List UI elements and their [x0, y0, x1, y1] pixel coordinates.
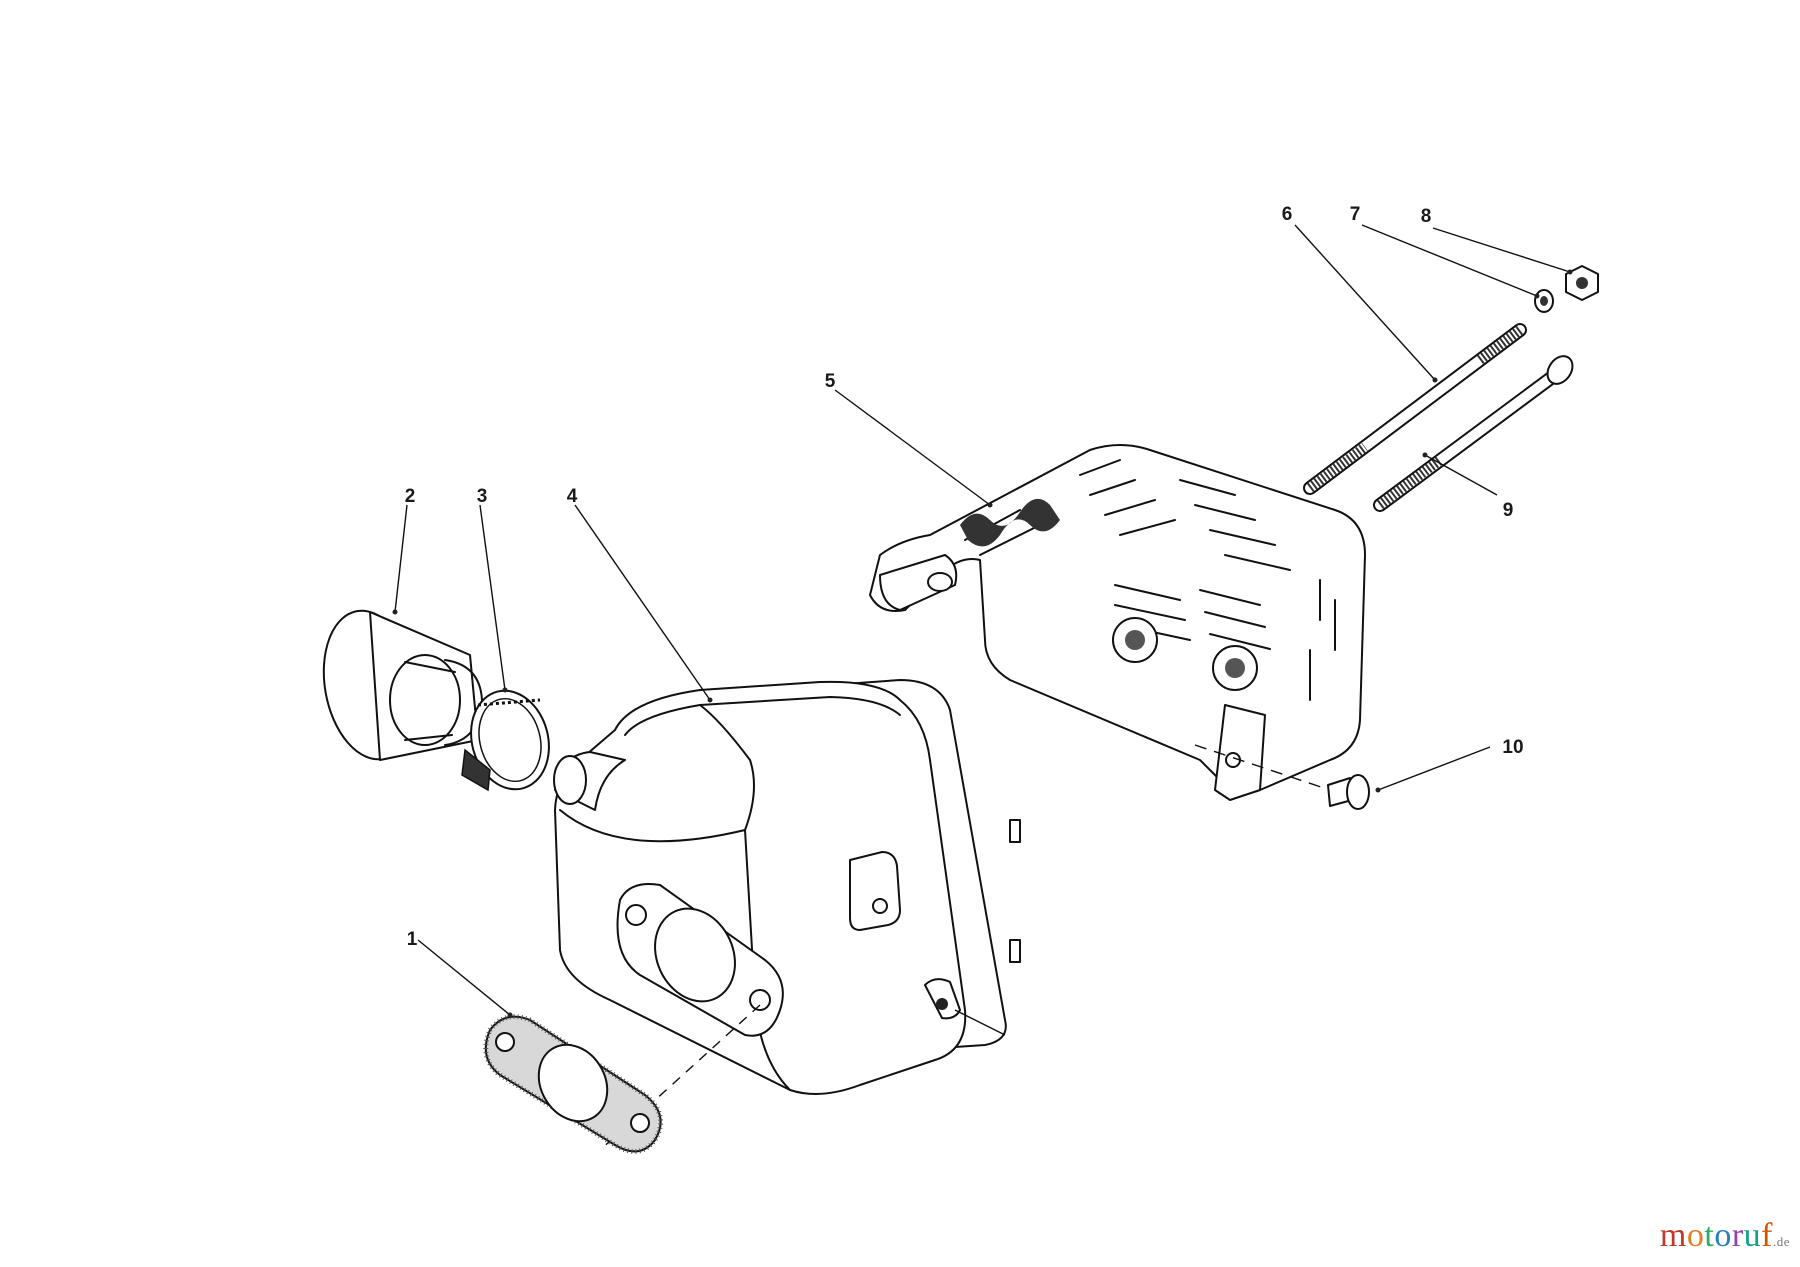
gasket [483, 1014, 664, 1154]
watermark-logo: motoruf.de [1660, 1217, 1790, 1255]
callout-3: 3 [477, 486, 488, 507]
stud [1303, 323, 1527, 495]
watermark-text: motoruf [1659, 1217, 1773, 1254]
callout-5: 5 [825, 371, 836, 392]
callout-2: 2 [405, 486, 416, 507]
callout-10: 10 [1502, 737, 1523, 758]
callout-9: 9 [1503, 500, 1514, 521]
muffler-body [553, 679, 1021, 1151]
watermark-domain: .de [1772, 1234, 1790, 1249]
callout-4: 4 [567, 486, 578, 507]
heat-shield [869, 444, 1366, 801]
washer [1534, 289, 1554, 313]
deflector-pipe [322, 609, 483, 761]
nut [1565, 265, 1599, 301]
leader-lines [392, 224, 1573, 1018]
callout-1: 1 [407, 929, 418, 950]
screw [1327, 774, 1370, 810]
callout-6: 6 [1282, 204, 1293, 225]
callout-8: 8 [1421, 206, 1432, 227]
hose-clamp [461, 689, 550, 792]
callout-7: 7 [1350, 204, 1361, 225]
bolt [1373, 355, 1574, 512]
